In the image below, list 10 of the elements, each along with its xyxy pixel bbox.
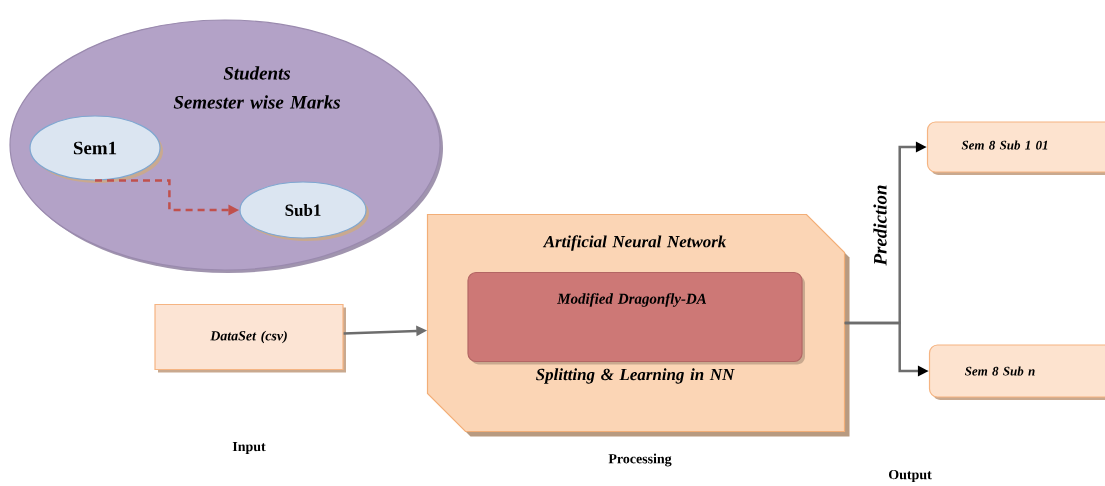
edge-label: Prediction [873,185,887,266]
rounded-box: Sem 8 Sub n [928,344,1105,400]
process-box: DataSet (csv) [154,303,346,373]
ellipse-node: Sub1 [239,181,369,241]
rounded-box: Modified Dragonfly-DA [467,271,805,365]
rounded-box: Sem 8 Sub 1 01 [926,121,1105,175]
ellipse-node: Sem1 [29,115,163,183]
section-label: Processing [608,453,672,467]
section-label: Output [889,469,932,483]
section-label: Input [232,441,266,455]
